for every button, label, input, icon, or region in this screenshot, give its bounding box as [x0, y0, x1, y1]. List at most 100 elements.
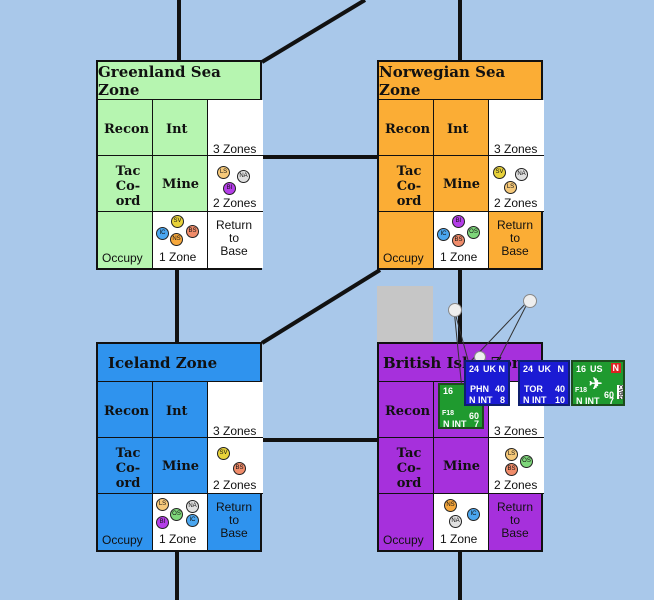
two-zones-label: 2 Zones	[494, 478, 538, 492]
marker-ic[interactable]: IC	[156, 227, 169, 240]
marker-na[interactable]: NA	[449, 515, 462, 528]
marker-os[interactable]: OS	[467, 226, 480, 239]
int-box[interactable]	[434, 382, 489, 438]
zone-title: Iceland Zone	[98, 344, 260, 382]
int-box[interactable]: Int	[153, 100, 208, 156]
one-zone-box[interactable]: BI IC BS OS 1 Zone	[434, 212, 489, 268]
counter-type: PHN	[470, 384, 490, 394]
three-zones-label: 3 Zones	[494, 424, 538, 438]
occupy-label: Occupy	[383, 251, 424, 265]
two-zones-label: 2 Zones	[494, 196, 538, 210]
mine-label: Mine	[162, 177, 200, 192]
unit-counter-phn[interactable]: 24 UK N PHN 40 N INT 8	[464, 360, 510, 406]
two-zones-label: 2 Zones	[213, 196, 257, 210]
recon-box[interactable]: Recon	[98, 382, 153, 438]
recon-label: Recon	[104, 122, 150, 137]
counter-mission: N INT	[576, 396, 600, 406]
two-zones-box[interactable]: LS OS BS 2 Zones	[489, 438, 544, 494]
zone-title: Greenland Sea Zone	[98, 62, 260, 100]
two-zones-label: 2 Zones	[213, 478, 257, 492]
mine-box[interactable]: Mine	[153, 156, 208, 212]
counter-type: F18	[442, 410, 455, 417]
marker-na[interactable]: NA	[186, 500, 199, 513]
marker-sv[interactable]: SV	[171, 215, 184, 228]
marker-bs[interactable]: BS	[233, 462, 246, 475]
occupy-box[interactable]: Occupy	[379, 212, 434, 268]
three-zones-box[interactable]: 3 Zones	[489, 100, 544, 156]
three-zones-box[interactable]: 3 Zones	[208, 382, 263, 438]
counter-nation: UK	[483, 364, 496, 374]
pin-handle[interactable]	[448, 303, 462, 317]
one-zone-box[interactable]: NS IC NA 1 Zone	[434, 494, 489, 550]
unit-counter-f18-us[interactable]: 16 US N ✈ F18 60 N INT 7 CVBG	[571, 360, 625, 406]
marker-bs[interactable]: BS	[452, 234, 465, 247]
marker-os[interactable]: OS	[170, 508, 183, 521]
occupy-box[interactable]: Occupy	[379, 494, 434, 550]
int-box[interactable]: Int	[153, 382, 208, 438]
three-zones-label: 3 Zones	[494, 142, 538, 156]
counter-range: 24	[523, 364, 534, 374]
marker-ls[interactable]: LS	[156, 498, 169, 511]
marker-na[interactable]: NA	[237, 170, 250, 183]
norwegian-sea-zone[interactable]: Norwegian Sea Zone Recon Int 3 Zones Tac…	[377, 60, 544, 270]
recon-box[interactable]: Recon	[379, 100, 434, 156]
two-zones-box[interactable]: SV NA LS 2 Zones	[489, 156, 544, 212]
marker-ls[interactable]: LS	[217, 166, 230, 179]
marker-sv[interactable]: SV	[493, 166, 506, 179]
one-zone-box[interactable]: LS NA OS IC BI 1 Zone	[153, 494, 208, 550]
marker-ls[interactable]: LS	[504, 181, 517, 194]
int-box[interactable]: Int	[434, 100, 489, 156]
greenland-sea-zone[interactable]: Greenland Sea Zone Recon Int 3 Zones Tac…	[96, 60, 263, 270]
recon-box[interactable]: Recon	[98, 100, 153, 156]
mine-box[interactable]: Mine	[434, 156, 489, 212]
three-zones-box[interactable]: 3 Zones	[208, 100, 263, 156]
marker-ic[interactable]: IC	[186, 514, 199, 527]
marker-ns[interactable]: NS	[444, 499, 457, 512]
marker-ic[interactable]: IC	[437, 228, 450, 241]
two-zones-box[interactable]: SV BS 2 Zones	[208, 438, 263, 494]
recon-box[interactable]: Recon	[379, 382, 434, 438]
mine-label: Mine	[443, 177, 481, 192]
marker-ns[interactable]: NS	[170, 233, 183, 246]
counter-nation: UK	[538, 364, 551, 374]
mine-box[interactable]: Mine	[434, 438, 489, 494]
counter-range: 16	[443, 386, 454, 396]
unit-counter-tor[interactable]: 24 UK N TOR 40 N INT 10	[518, 360, 570, 406]
marker-bi[interactable]: BI	[452, 215, 465, 228]
mine-box[interactable]: Mine	[153, 438, 208, 494]
two-zones-box[interactable]: LS NA BI 2 Zones	[208, 156, 263, 212]
marker-sv[interactable]: SV	[217, 447, 230, 460]
one-zone-label: 1 Zone	[440, 250, 478, 264]
marker-ls[interactable]: LS	[505, 448, 518, 461]
marker-bi[interactable]: BI	[223, 182, 236, 195]
occupy-label: Occupy	[102, 251, 143, 265]
counter-type: F18	[575, 387, 588, 394]
one-zone-box[interactable]: SV IC BS NS 1 Zone	[153, 212, 208, 268]
marker-os[interactable]: OS	[520, 455, 533, 468]
occupy-box[interactable]: Occupy	[98, 212, 153, 268]
marker-bs[interactable]: BS	[186, 225, 199, 238]
occupy-box[interactable]: Occupy	[98, 494, 153, 550]
counter-nation: US	[590, 364, 603, 374]
counter-value: 60	[603, 390, 614, 400]
pin-handle[interactable]	[523, 294, 537, 308]
conn-norwegian-iceland-diag	[260, 268, 382, 345]
marker-bs[interactable]: BS	[505, 463, 518, 476]
marker-bi[interactable]: BI	[156, 516, 169, 529]
marker-ic[interactable]: IC	[467, 508, 480, 521]
one-zone-label: 1 Zone	[159, 250, 197, 264]
marker-na[interactable]: NA	[515, 168, 528, 181]
occupy-label: Occupy	[383, 533, 424, 547]
unit-counter-f18-stack[interactable]: 16 F18 60 N INT 7	[438, 383, 484, 429]
